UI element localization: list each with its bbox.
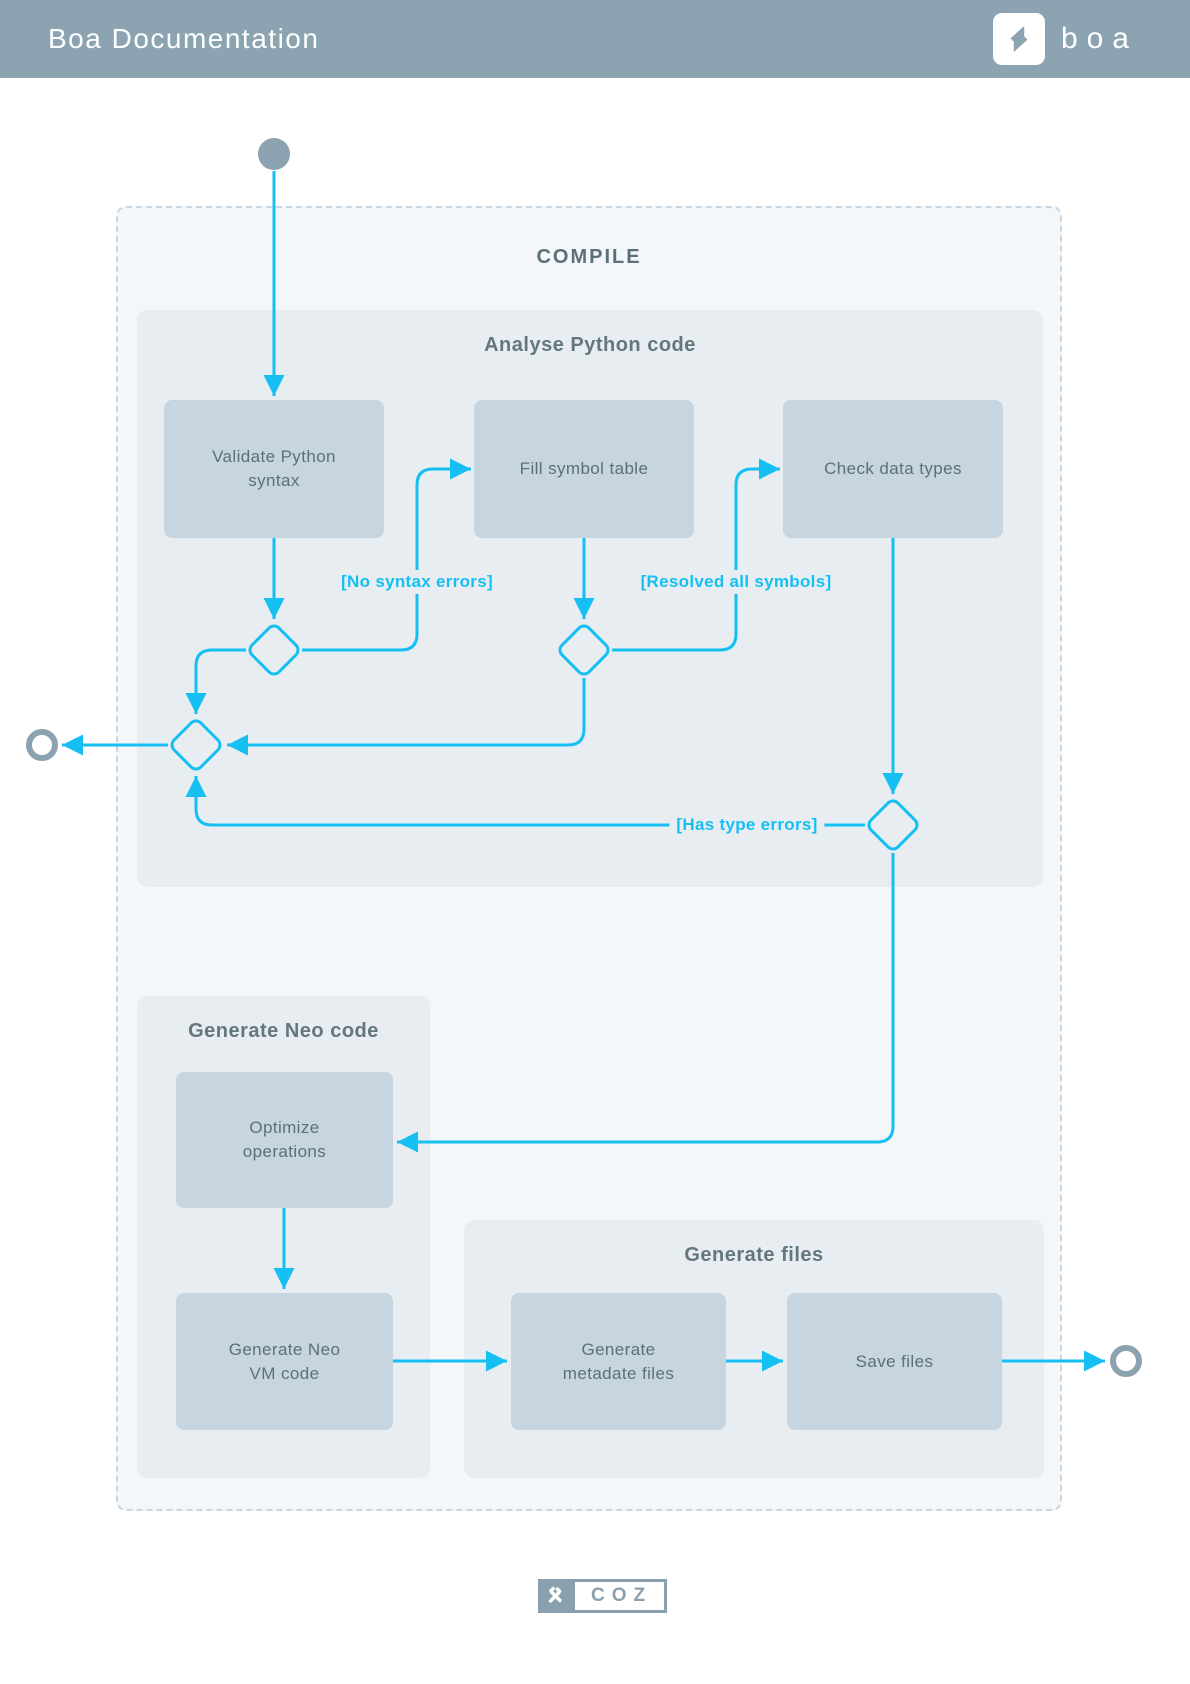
boa-brand-logo[interactable]: boa: [992, 13, 1138, 65]
end-node-left: [26, 729, 58, 761]
coz-tools-icon: [538, 1579, 572, 1613]
header-bar: Boa Documentation boa: [0, 0, 1190, 78]
coz-wordmark: COZ: [572, 1579, 668, 1613]
edge-label-resolved-all-symbols: [Resolved all symbols]: [633, 570, 839, 594]
section-title-generate-neo: Generate Neo code: [188, 1020, 379, 1042]
page-title: Boa Documentation: [48, 23, 320, 54]
compile-label: COMPILE: [536, 246, 642, 268]
coz-footer-logo: COZ: [538, 1579, 668, 1613]
boa-logo-square: [992, 13, 1045, 65]
node-generate-metadate-files: Generate metadate files: [511, 1293, 726, 1430]
boa-wordmark: boa: [1060, 22, 1138, 55]
edge-label-no-syntax-errors: [No syntax errors]: [334, 570, 500, 594]
section-title-analyse: Analyse Python code: [484, 334, 696, 356]
node-save-files: Save files: [787, 1293, 1002, 1430]
section-analyse-python-code: Analyse Python code: [137, 310, 1043, 887]
edge-label-has-type-errors: [Has type errors]: [669, 813, 825, 837]
node-validate-python-syntax: Validate Python syntax: [164, 400, 384, 538]
boa-zigzag-icon: [1010, 25, 1028, 53]
node-generate-neo-vm-code: Generate Neo VM code: [176, 1293, 393, 1430]
end-node-right: [1110, 1345, 1142, 1377]
start-node: [258, 138, 290, 170]
node-check-data-types: Check data types: [783, 400, 1003, 538]
section-title-generate-files: Generate files: [684, 1244, 824, 1266]
node-fill-symbol-table: Fill symbol table: [474, 400, 694, 538]
node-optimize-operations: Optimize operations: [176, 1072, 393, 1208]
